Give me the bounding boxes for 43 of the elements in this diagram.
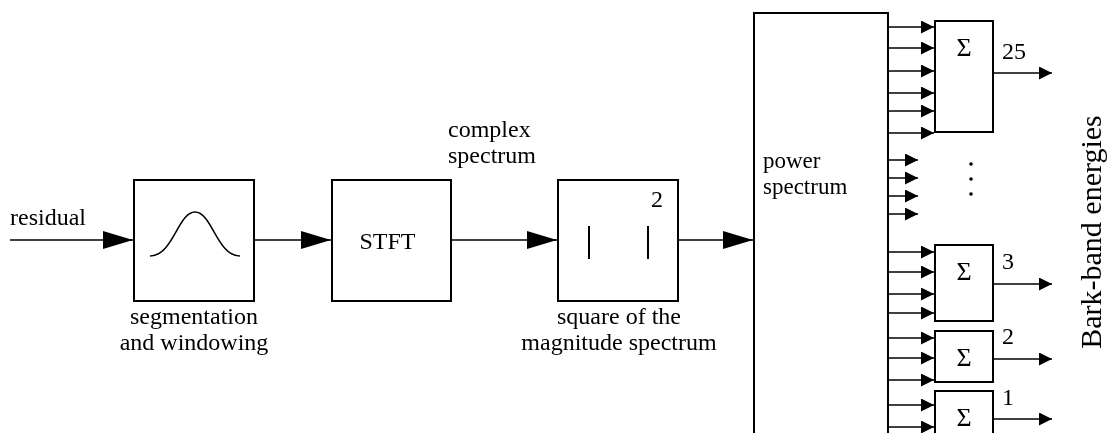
summation-box (934, 390, 994, 433)
arrow (254, 231, 332, 249)
exponent-text: 2 (651, 187, 663, 211)
arrow (888, 153, 919, 167)
arrow (888, 64, 935, 78)
arrow (993, 412, 1053, 426)
arrow (888, 373, 935, 387)
summation-box (934, 20, 994, 133)
arrow (888, 171, 919, 185)
sigma-symbol: Σ (955, 401, 973, 433)
arrow (678, 231, 754, 249)
arrow (888, 20, 935, 34)
arrow (888, 331, 935, 345)
summation-box (934, 330, 994, 383)
arrow (888, 126, 935, 140)
sigma-symbol: Σ (955, 31, 973, 64)
process-box (557, 179, 679, 302)
node-text: STFT (358, 226, 417, 256)
node-text: power spectrum (763, 148, 849, 200)
summation-box (934, 244, 994, 322)
arrow (888, 245, 935, 259)
arrow (888, 398, 935, 412)
arrow (451, 231, 558, 249)
arrow (888, 41, 935, 55)
arrow (888, 104, 935, 118)
axis-title: Bark-band energies (1076, 114, 1108, 351)
process-box (331, 179, 452, 302)
arrow (993, 277, 1053, 291)
arrow (888, 351, 935, 365)
arrow (888, 287, 935, 301)
arrow (993, 352, 1053, 366)
arrow (888, 207, 919, 221)
process-box (753, 12, 889, 433)
arrow (888, 420, 935, 433)
sigma-symbol: Σ (955, 341, 973, 374)
arrow (888, 306, 935, 320)
arrow (993, 66, 1053, 80)
sigma-symbol: Σ (955, 255, 973, 288)
arrow (888, 86, 935, 100)
arrow (9, 231, 134, 249)
arrow (888, 265, 935, 279)
arrow (888, 189, 919, 203)
process-box (133, 179, 255, 302)
